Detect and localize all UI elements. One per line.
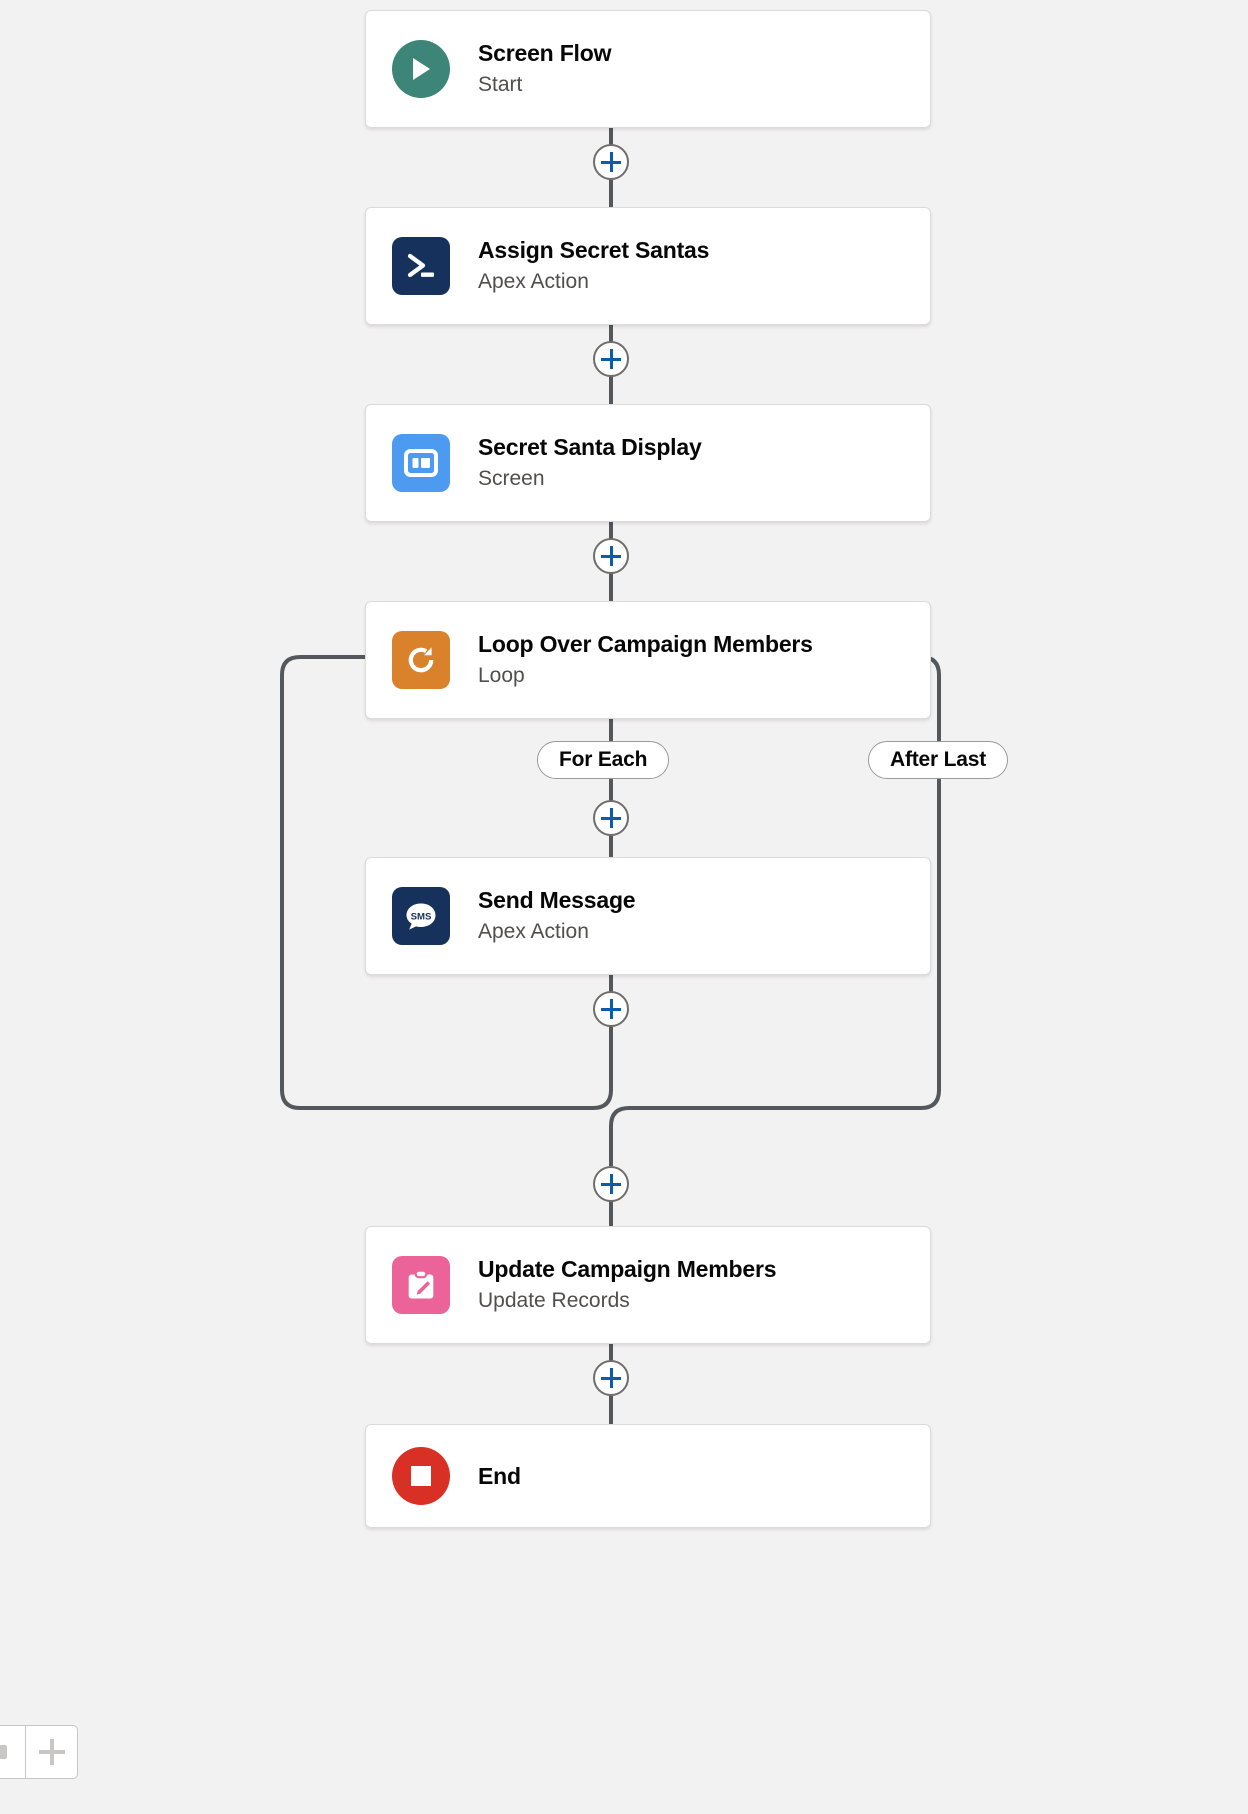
zoom-controls[interactable] [0, 1725, 78, 1779]
flow-node-title: End [478, 1462, 521, 1489]
terminal-prompt-icon [407, 253, 434, 278]
monitor-panels-icon [404, 449, 438, 477]
flow-node-start[interactable]: Screen Flow Start [365, 10, 931, 128]
flow-node-end[interactable]: End [365, 1424, 931, 1528]
speech-bubble-sms-icon: SMS [406, 903, 436, 930]
flow-node-subtitle: Loop [478, 664, 525, 688]
branch-label-text: After Last [890, 748, 987, 771]
branch-label-after-last[interactable]: After Last [868, 741, 1009, 779]
flow-node-send-message[interactable]: SMS Send Message Apex Action [365, 857, 931, 975]
flow-node-assign-secret-santas[interactable]: Assign Secret Santas Apex Action [365, 207, 931, 325]
add-element-button-for-each-before-send-message[interactable] [593, 800, 629, 836]
zoom-out-icon [0, 1745, 7, 1759]
flow-node-subtitle: Apex Action [478, 270, 589, 294]
flow-node-title: Send Message [478, 887, 636, 914]
branch-label-text: For Each [559, 748, 648, 771]
zoom-out-button[interactable] [0, 1725, 26, 1779]
zoom-in-button[interactable] [26, 1725, 78, 1779]
flow-node-subtitle: Apex Action [478, 920, 589, 944]
svg-text:SMS: SMS [411, 911, 432, 922]
screen-monitor-icon [392, 434, 450, 492]
apex-terminal-icon [392, 237, 450, 295]
add-element-button-after-send-message[interactable] [593, 991, 629, 1027]
flow-node-subtitle: Update Records [478, 1289, 630, 1313]
add-element-button-after-secret-santa-display[interactable] [593, 538, 629, 574]
zoom-in-icon [38, 1739, 65, 1765]
sms-bubble-icon: SMS [392, 887, 450, 945]
flow-node-title: Loop Over Campaign Members [478, 631, 813, 658]
flow-node-title: Secret Santa Display [478, 434, 702, 461]
branch-label-for-each[interactable]: For Each [537, 741, 670, 779]
add-element-button-after-loop[interactable] [593, 1166, 629, 1202]
flow-node-title: Screen Flow [478, 40, 612, 67]
flow-node-title: Assign Secret Santas [478, 237, 710, 264]
flow-node-title: Update Campaign Members [478, 1256, 777, 1283]
play-triangle-icon [413, 58, 430, 80]
clipboard-edit-icon [408, 1269, 434, 1299]
add-element-button-after-start[interactable] [593, 144, 629, 180]
clipboard-pencil-icon [392, 1256, 450, 1314]
stop-square-icon [411, 1466, 431, 1486]
stop-circle-icon [392, 1447, 450, 1505]
flow-node-update-campaign-members[interactable]: Update Campaign Members Update Records [365, 1226, 931, 1344]
add-element-button-after-update-campaign-members[interactable] [593, 1360, 629, 1396]
play-circle-icon [392, 40, 450, 98]
flow-node-secret-santa-display[interactable]: Secret Santa Display Screen [365, 404, 931, 522]
circular-arrow-icon [408, 647, 434, 673]
loop-refresh-icon [392, 631, 450, 689]
flow-node-loop-over-campaign-members[interactable]: Loop Over Campaign Members Loop [365, 601, 931, 719]
flow-node-subtitle: Screen [478, 467, 545, 491]
flow-node-subtitle: Start [478, 73, 523, 97]
add-element-button-after-assign-secret-santas[interactable] [593, 341, 629, 377]
